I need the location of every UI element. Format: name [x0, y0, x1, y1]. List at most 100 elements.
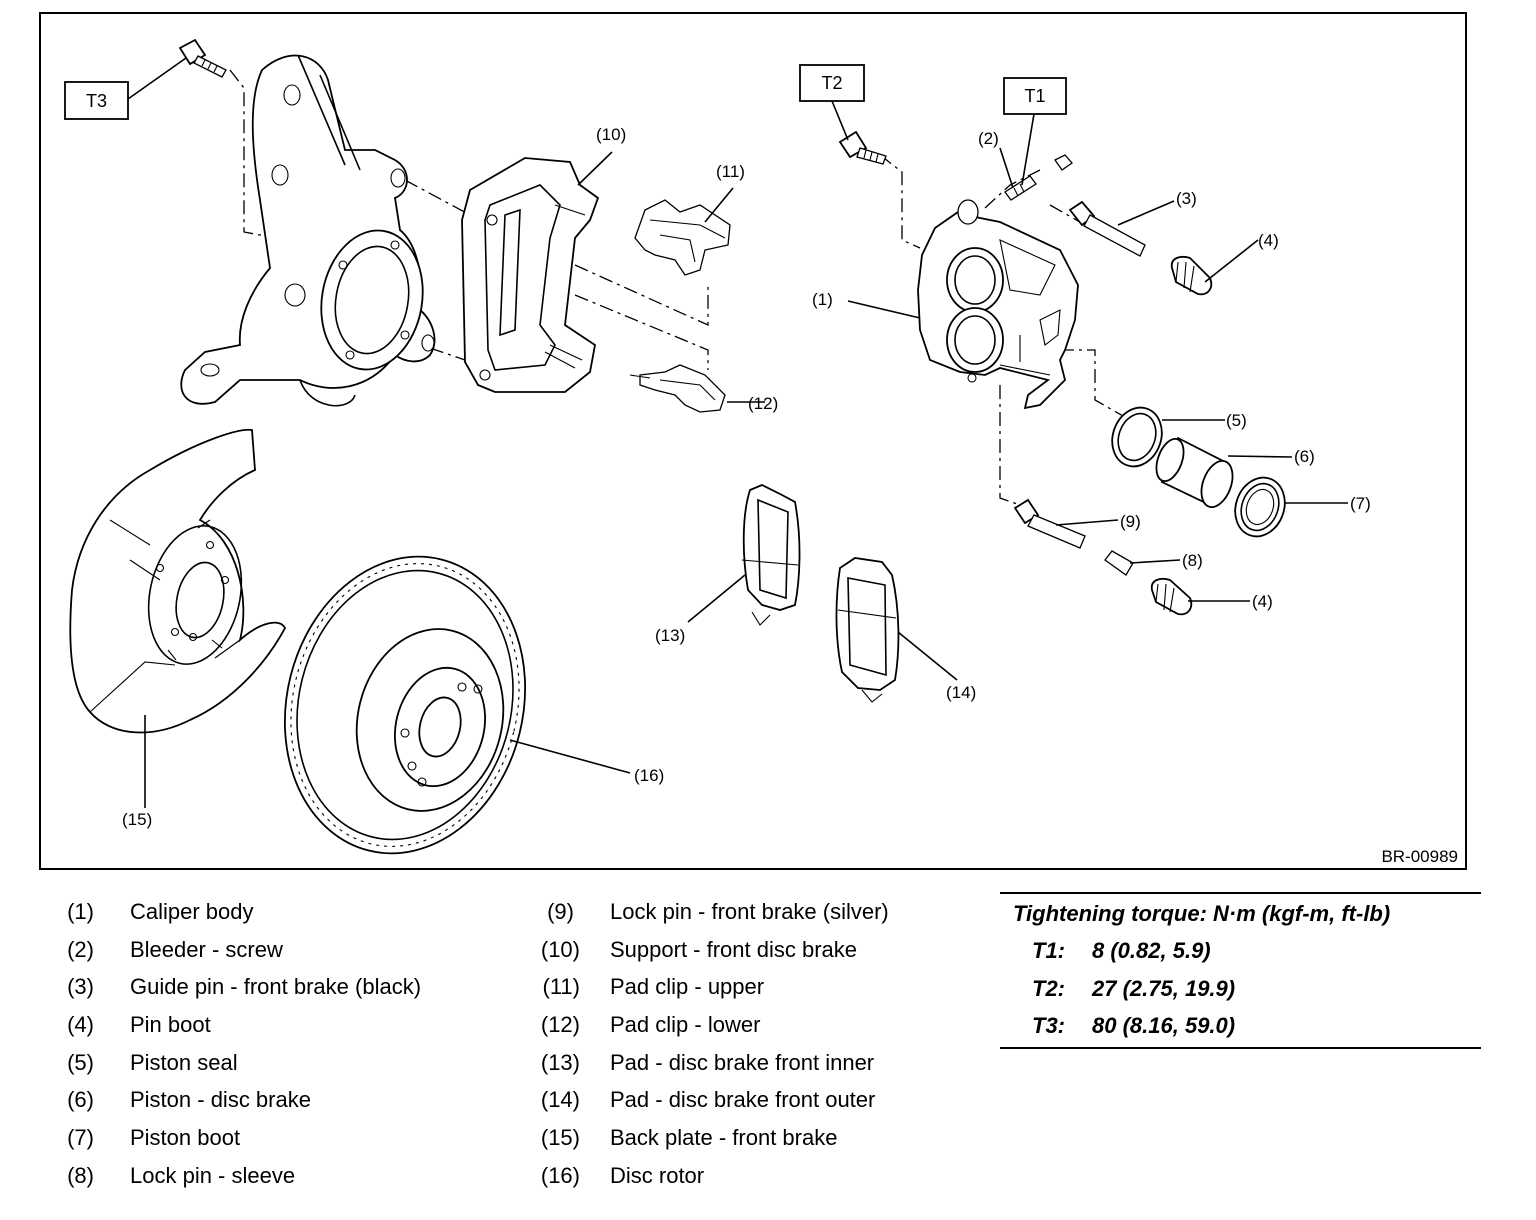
torque-value: 8 (0.82, 5.9)	[1092, 938, 1211, 963]
callout-10: (10)	[596, 125, 626, 144]
leader-lines	[127, 57, 1348, 808]
lock-pin-sleeve-part	[1104, 550, 1134, 576]
inner-pad-part	[741, 484, 801, 626]
legend-number: (15)	[540, 1124, 580, 1150]
piston-seal-part	[1111, 406, 1163, 468]
exploded-brake-diagram: T3 T2 T1 (10) (11) (2) (3) (4) (1) (12) …	[39, 12, 1467, 870]
torque-row: T1: 8 (0.82, 5.9)	[1000, 932, 1481, 970]
torque-code: T1:	[1032, 938, 1065, 963]
legend-number: (11)	[542, 974, 581, 1000]
torque-code: T3:	[1032, 1013, 1065, 1038]
torque-box-t1: T1	[1003, 77, 1067, 115]
callout-9: (9)	[1120, 512, 1141, 531]
legend-number: (9)	[547, 898, 574, 924]
legend-description: Pin boot	[130, 1011, 211, 1037]
legend-number: (5)	[67, 1049, 94, 1075]
torque-box-t3: T3	[64, 81, 129, 120]
legend-number: (16)	[540, 1162, 580, 1188]
legend-item: (10) Support - front disc brake	[530, 931, 889, 969]
torque-row: T3: 80 (8.16, 59.0)	[1000, 1007, 1481, 1045]
legend-number: (6)	[67, 1087, 94, 1113]
steering-knuckle-part	[180, 54, 436, 407]
callout-4-upper: (4)	[1258, 231, 1279, 250]
legend-description: Piston seal	[130, 1049, 238, 1075]
legend-item: (14) Pad - disc brake front outer	[530, 1081, 889, 1119]
legend-item: (9) Lock pin - front brake (silver)	[530, 893, 889, 931]
callout-11: (11)	[716, 162, 745, 181]
legend-number: (13)	[540, 1049, 580, 1075]
callout-16: (16)	[634, 766, 664, 785]
pad-clip-lower-part	[629, 364, 726, 413]
callout-13: (13)	[655, 626, 685, 645]
torque-table: Tightening torque: N·m (kgf-m, ft-lb) T1…	[1000, 892, 1481, 1049]
legend-item: (6) Piston - disc brake	[60, 1081, 421, 1119]
legend-description: Back plate - front brake	[610, 1124, 838, 1150]
legend-item: (5) Piston seal	[60, 1044, 421, 1082]
bleeder-screw-part	[1004, 154, 1073, 201]
legend-number: (1)	[67, 898, 94, 924]
callout-2: (2)	[978, 129, 999, 148]
legend-description: Disc rotor	[610, 1162, 705, 1188]
legend-description: Pad - disc brake front outer	[610, 1087, 876, 1113]
lock-pin-part	[1013, 498, 1086, 549]
legend-description: Pad clip - upper	[610, 974, 765, 1000]
legend-number: (8)	[67, 1162, 94, 1188]
legend-number: (10)	[540, 936, 580, 962]
diagram-frame	[39, 12, 1467, 870]
pin-boot-upper-part	[1170, 255, 1213, 296]
callout-7: (7)	[1350, 494, 1371, 513]
callout-14: (14)	[946, 683, 976, 702]
legend-number: (3)	[67, 974, 94, 1000]
callout-3: (3)	[1176, 189, 1197, 208]
legend-description: Lock pin - front brake (silver)	[610, 898, 889, 924]
torque-box-t2: T2	[799, 64, 865, 102]
legend-item: (3) Guide pin - front brake (black)	[60, 968, 421, 1006]
legend-number: (2)	[67, 936, 94, 962]
legend-item: (16) Disc rotor	[530, 1157, 889, 1195]
callout-1: (1)	[812, 290, 833, 309]
legend-item: (2) Bleeder - screw	[60, 931, 421, 969]
legend-item: (8) Lock pin - sleeve	[60, 1157, 421, 1195]
torque-code: T2:	[1032, 975, 1065, 1001]
disc-rotor-part	[283, 555, 527, 855]
legend-item: (11) Pad clip - upper	[530, 968, 889, 1006]
legend-right: (9) Lock pin - front brake (silver) (10) S…	[530, 893, 889, 1195]
legend-item: (1)Caliper body	[60, 893, 421, 931]
legend-number: (14)	[540, 1087, 580, 1113]
legend-item: (15) Back plate - front brake	[530, 1119, 889, 1157]
callout-15: (15)	[122, 810, 152, 829]
pin-boot-lower-part	[1150, 577, 1193, 616]
legend-item: (13) Pad - disc brake front inner	[530, 1044, 889, 1082]
svg-text:T2: T2	[821, 73, 842, 93]
legend-description: Pad - disc brake front inner	[610, 1049, 875, 1075]
callout-5: (5)	[1226, 411, 1247, 430]
outer-pad-part	[835, 557, 900, 703]
support-part	[461, 157, 600, 393]
piston-boot-part	[1234, 476, 1286, 538]
torque-row: T2: 27 (2.75, 19.9)	[1000, 970, 1481, 1008]
drawing-id: BR-00989	[1381, 847, 1458, 866]
callout-4-lower: (4)	[1252, 592, 1273, 611]
torque-value: 80 (8.16, 59.0)	[1092, 1013, 1236, 1038]
pad-clip-upper-part	[634, 199, 731, 276]
callout-12: (12)	[748, 394, 778, 413]
torque-table-title: Tightening torque: N·m (kgf-m, ft-lb)	[1013, 901, 1391, 926]
callout-labels: (10) (11) (2) (3) (4) (1) (12) (5) (6) (…	[122, 125, 1371, 829]
legend-item: (7)Piston boot	[60, 1119, 421, 1157]
torque-value: 27 (2.75, 19.9)	[1092, 975, 1236, 1001]
callout-6: (6)	[1294, 447, 1315, 466]
callout-8: (8)	[1182, 551, 1203, 570]
legend-description: Piston - disc brake	[130, 1087, 311, 1113]
legend-item: (12) Pad clip - lower	[530, 1006, 889, 1044]
legend-left: (1)Caliper body (2) Bleeder - screw (3) Gu…	[60, 893, 421, 1195]
legend-description: Guide pin - front brake (black)	[130, 974, 422, 1000]
legend-description: Pad clip - lower	[610, 1011, 761, 1037]
legend-description: Bleeder - screw	[130, 936, 283, 962]
caliper-body-part	[917, 199, 1079, 410]
legend-description: Support - front disc brake	[610, 936, 858, 962]
guide-pin-part	[1068, 200, 1146, 257]
back-plate-part	[69, 428, 287, 734]
legend-number: (7)	[67, 1124, 94, 1150]
legend-number: (12)	[540, 1011, 580, 1037]
legend-description: Lock pin - sleeve	[130, 1162, 296, 1188]
